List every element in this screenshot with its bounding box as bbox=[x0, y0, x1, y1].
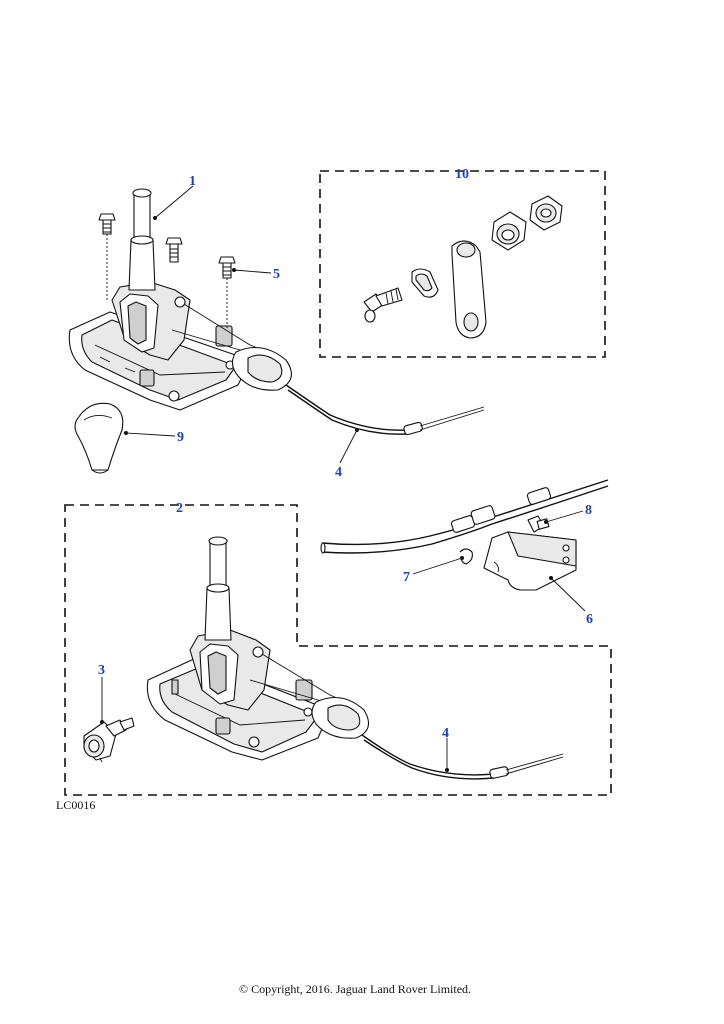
bolt-icon bbox=[218, 256, 236, 330]
callout-6: 6 bbox=[586, 612, 593, 627]
callout-1: 1 bbox=[189, 174, 196, 189]
bolt-icon bbox=[165, 237, 183, 263]
copyright-notice: © Copyright, 2016. Jaguar Land Rover Lim… bbox=[239, 982, 471, 996]
leader-lines bbox=[100, 185, 586, 772]
selector-switch bbox=[83, 717, 135, 763]
callout-2: 2 bbox=[176, 501, 183, 516]
callout-5: 5 bbox=[273, 267, 280, 282]
lower-shifter-assembly bbox=[146, 536, 564, 780]
callout-9: 9 bbox=[177, 430, 184, 445]
bolt-icon bbox=[98, 213, 116, 300]
callout-4-upper: 4 bbox=[335, 465, 342, 480]
cable-bracket-detail bbox=[320, 479, 609, 591]
callout-8: 8 bbox=[585, 503, 592, 518]
callout-3: 3 bbox=[98, 663, 105, 678]
kit-box-2 bbox=[64, 504, 612, 796]
kit-box-10 bbox=[319, 170, 606, 358]
upper-shifter-assembly bbox=[68, 188, 485, 436]
callout-7: 7 bbox=[403, 570, 410, 585]
callout-4-lower: 4 bbox=[442, 726, 449, 741]
bushing-kit bbox=[363, 195, 563, 339]
callout-10: 10 bbox=[455, 167, 469, 182]
reference-code: LC0016 bbox=[56, 798, 95, 812]
gear-knob bbox=[74, 402, 124, 474]
